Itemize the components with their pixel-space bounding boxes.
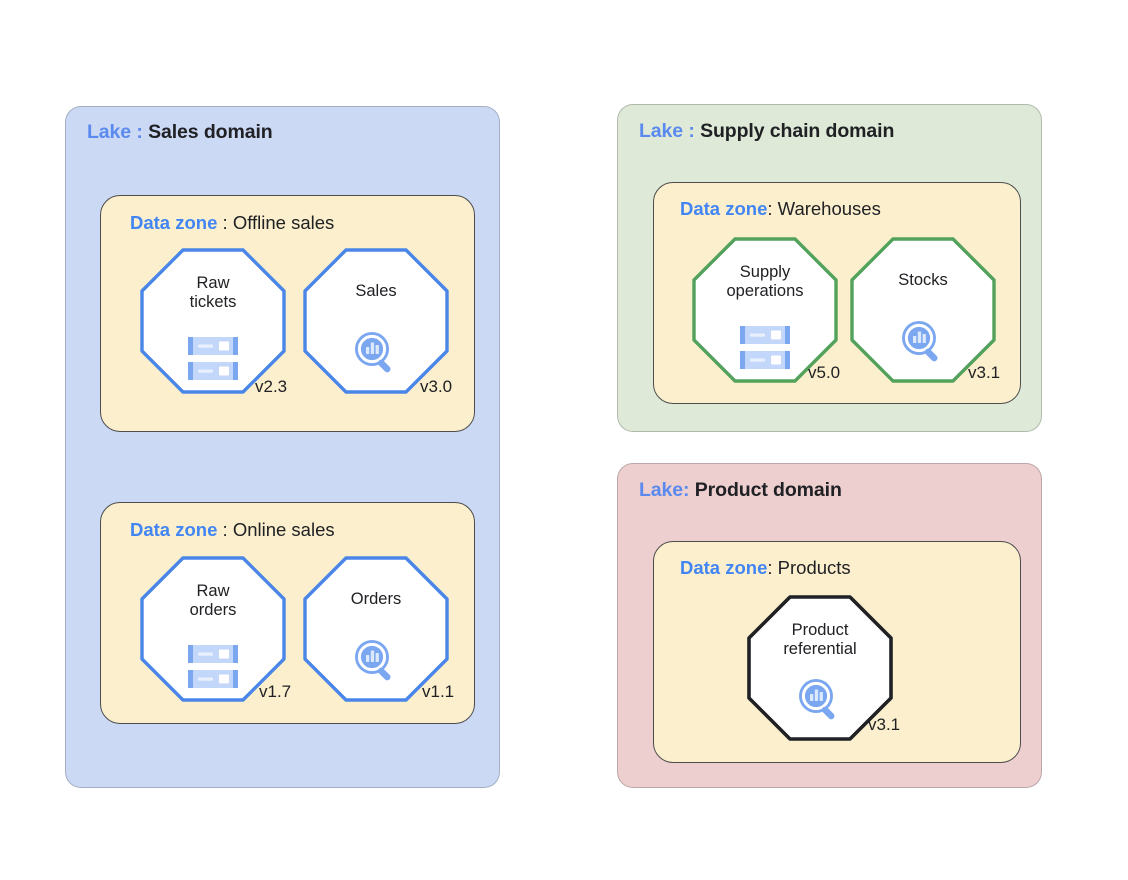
- lake-separator: :: [683, 120, 701, 142]
- lake-name: Sales domain: [148, 121, 273, 143]
- data-asset-version: v3.0: [420, 377, 453, 396]
- data-zone-keyword: Data zone: [680, 198, 768, 219]
- octagon-shape: [140, 248, 286, 394]
- data-asset-supply-operations[interactable]: Supply operations: [692, 237, 838, 383]
- data-asset-raw-orders[interactable]: Raw orders: [140, 556, 286, 702]
- data-asset-version: v3.1: [868, 715, 901, 734]
- data-zone-warehouses-title: Data zone: Warehouses: [680, 198, 881, 220]
- lake-separator: :: [131, 121, 149, 143]
- lake-name: Supply chain domain: [700, 120, 895, 142]
- data-zone-name: Online sales: [232, 519, 335, 540]
- data-asset-orders[interactable]: Orders: [303, 556, 449, 702]
- lake-name: Product domain: [694, 479, 842, 501]
- magnifier-chart-icon: [353, 330, 401, 383]
- data-asset-version: v1.1: [422, 682, 455, 701]
- lake-keyword: Lake: [639, 120, 684, 142]
- data-zone-keyword: Data zone: [680, 557, 768, 578]
- lake-supply-chain-domain-title: Lake : Supply chain domain: [639, 120, 894, 143]
- data-asset-stocks[interactable]: Stocks: [850, 237, 996, 383]
- magnifier-chart-icon: [900, 319, 948, 372]
- data-zone-separator: :: [217, 519, 233, 540]
- octagon-shape: [140, 556, 286, 702]
- data-asset-raw-tickets[interactable]: Raw tickets: [140, 248, 286, 394]
- data-zone-name: Offline sales: [232, 212, 335, 233]
- octagon-shape: [747, 595, 893, 741]
- octagon-shape: [850, 237, 996, 383]
- data-zone-separator: :: [217, 212, 233, 233]
- data-asset-version: v2.3: [255, 377, 288, 396]
- data-zone-keyword: Data zone: [130, 212, 218, 233]
- lake-sales-domain-title: Lake : Sales domain: [87, 121, 273, 144]
- data-asset-version: v3.1: [968, 363, 1001, 382]
- octagon-shape: [692, 237, 838, 383]
- data-zone-products-title: Data zone: Products: [680, 557, 851, 579]
- magnifier-chart-icon: [353, 638, 401, 691]
- data-asset-sales[interactable]: Sales: [303, 248, 449, 394]
- octagon-shape: [303, 248, 449, 394]
- octagon-shape: [303, 556, 449, 702]
- lake-keyword: Lake: [639, 479, 684, 501]
- data-zone-name: Warehouses: [777, 198, 881, 219]
- server-icon: [738, 325, 792, 376]
- data-zone-separator: :: [767, 198, 778, 219]
- magnifier-chart-icon: [797, 677, 845, 730]
- lake-separator: :: [683, 479, 695, 501]
- lake-keyword: Lake: [87, 121, 132, 143]
- data-asset-version: v1.7: [259, 682, 292, 701]
- data-zone-offline-sales-title: Data zone : Offline sales: [130, 212, 334, 234]
- data-zone-separator: :: [767, 557, 778, 578]
- data-asset-version: v5.0: [808, 363, 841, 382]
- lake-product-domain-title: Lake: Product domain: [639, 479, 842, 502]
- data-zone-keyword: Data zone: [130, 519, 218, 540]
- server-icon: [186, 336, 240, 387]
- data-zone-online-sales-title: Data zone : Online sales: [130, 519, 335, 541]
- data-zone-name: Products: [777, 557, 851, 578]
- server-icon: [186, 644, 240, 695]
